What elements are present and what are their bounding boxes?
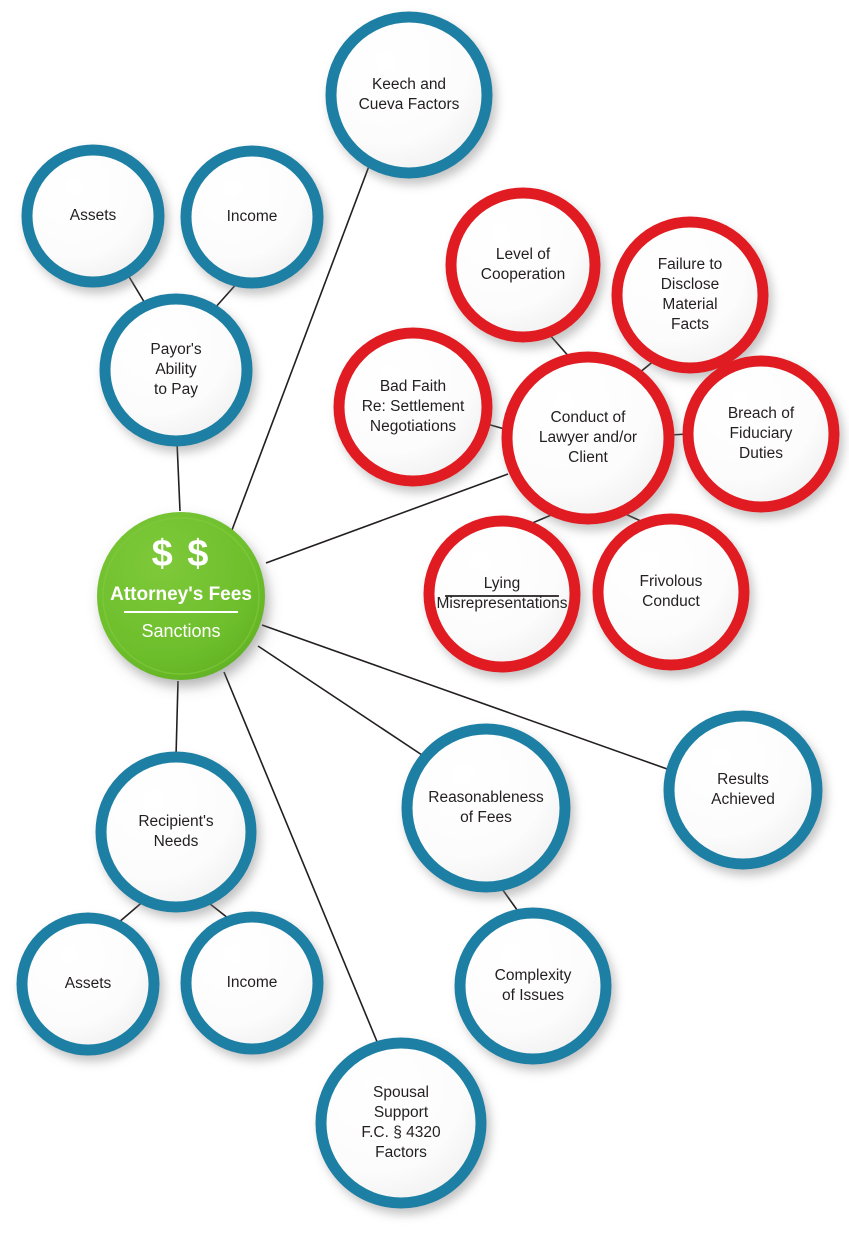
node-circle-lying — [423, 515, 581, 673]
center-money-symbol: $ $ — [152, 533, 211, 575]
node-circle-recipients-needs — [95, 751, 257, 913]
center-secondary-label: Sanctions — [141, 621, 220, 641]
node-circle-bad-faith — [333, 327, 493, 487]
node-label-income-bottom: Income — [227, 974, 278, 991]
node-circle-breach-fiduciary — [682, 355, 840, 513]
node-assets-top[interactable]: Assets — [21, 144, 165, 288]
node-circle-spousal-support — [315, 1037, 487, 1209]
center-primary-label: Attorney's Fees — [110, 584, 252, 605]
node-circle-failure-disclose — [611, 216, 769, 374]
connector-assets-top-to-payors-ability — [127, 274, 147, 306]
node-circle-keech — [325, 11, 493, 179]
center-node-inner-ring — [102, 517, 260, 675]
node-label-income-top: Income — [227, 208, 278, 225]
node-label-assets-top: Assets — [70, 207, 117, 224]
connector-center-to-keech — [231, 165, 370, 531]
node-circle-payors-ability — [99, 293, 253, 447]
center-node-circle — [97, 512, 265, 680]
node-circle-assets-top — [21, 144, 165, 288]
node-circle-assets-bottom — [16, 912, 160, 1056]
node-circle-complexity — [454, 907, 612, 1065]
connector-center-to-conduct — [265, 473, 509, 564]
connector-center-to-spousal-support — [223, 671, 379, 1045]
node-income-top[interactable]: Income — [180, 145, 324, 289]
node-circle-reasonableness — [401, 723, 571, 893]
node-circle-level-cooperation — [445, 187, 601, 343]
node-circle-income-top — [180, 145, 324, 289]
connector-center-to-payors-ability — [176, 441, 181, 512]
node-assets-bottom[interactable]: Assets — [16, 912, 160, 1056]
connector-center-to-results-achieved — [261, 624, 671, 771]
node-circle-frivolous — [592, 513, 750, 671]
node-label-assets-bottom: Assets — [65, 975, 112, 992]
node-circle-income-bottom — [180, 911, 324, 1055]
connector-center-to-reasonableness — [257, 645, 426, 758]
node-circle-conduct — [501, 351, 675, 525]
node-income-bottom[interactable]: Income — [180, 911, 324, 1055]
node-circle-results-achieved — [663, 710, 823, 870]
connector-center-to-recipients-needs — [175, 680, 179, 758]
